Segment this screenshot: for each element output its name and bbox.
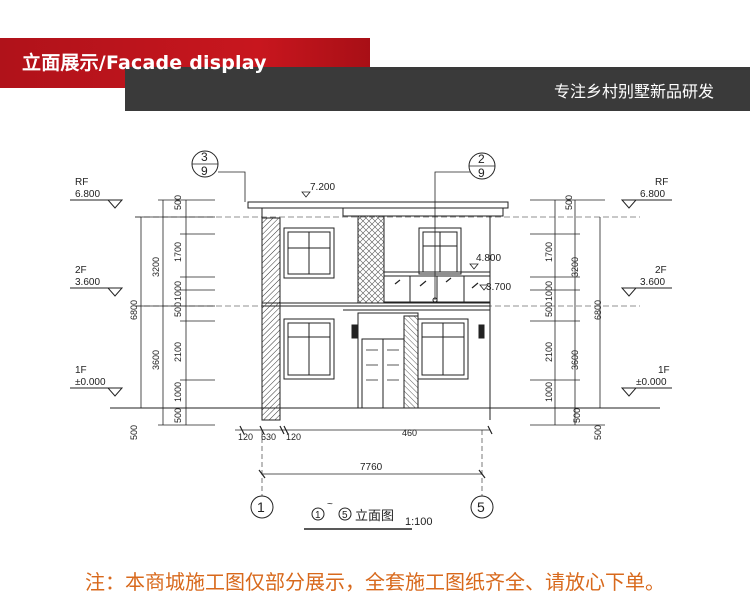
header-dark-banner (125, 67, 750, 111)
dim-1000-left: 1000 (173, 281, 183, 301)
upper-left-window (283, 227, 335, 279)
caption-from: 1 (315, 510, 321, 521)
caption-title: 立面图 (355, 508, 394, 523)
dim-1000-right: 1000 (544, 281, 554, 301)
axis-tag-3: 3 (201, 150, 208, 164)
axis-tag-9-left: 9 (201, 164, 208, 178)
dim-1700-left: 1700 (173, 242, 183, 262)
dim-sill-left: 1000 (173, 382, 183, 402)
level-value-rf-right: 6.800 (640, 189, 665, 200)
dim-base-right: 500 (572, 408, 582, 423)
elev-roof: 7.200 (310, 182, 335, 193)
elev-balcony: 4.800 (476, 253, 501, 264)
dim-1700-right: 1700 (544, 242, 554, 262)
level-name-1f-left: 1F (75, 365, 87, 376)
dim-h-120b: 120 (286, 432, 301, 442)
dim-6800-left: 6800 (129, 300, 139, 320)
dim-3200-right: 3200 (570, 257, 580, 277)
dim-h-630: 630 (261, 432, 276, 442)
lower-right-window (417, 318, 469, 380)
level-value-1f-left: ±0.000 (75, 377, 106, 388)
dim-base-left: 500 (173, 408, 183, 423)
lower-left-window (283, 318, 335, 380)
dim-sill-right: 1000 (544, 382, 554, 402)
level-name-2f-right: 2F (655, 265, 667, 276)
dim-500-right: 500 (544, 302, 554, 317)
level-name-1f-right: 1F (658, 365, 670, 376)
level-name-rf-left: RF (75, 177, 88, 188)
dim-h-460: 460 (402, 428, 417, 438)
dim-h-7760: 7760 (360, 462, 383, 473)
dim-3600-right: 3600 (570, 350, 580, 370)
dim-ground-left: 500 (129, 425, 139, 440)
decorative-column (357, 207, 385, 304)
wall-lamp-right (478, 324, 485, 339)
caption-tilde: ~ (327, 499, 333, 510)
axis-tag-2: 2 (478, 152, 485, 166)
level-value-1f-right: ±0.000 (636, 377, 667, 388)
level-value-rf-left: 6.800 (75, 189, 100, 200)
level-name-rf-right: RF (655, 177, 668, 188)
footer-note: 注：本商城施工图仅部分展示，全套施工图纸齐全、请放心下单。 (85, 570, 665, 594)
upper-right-window (418, 227, 462, 275)
dim-6800-right: 6800 (593, 300, 603, 320)
dim-h-120a: 120 (238, 432, 253, 442)
level-markers (70, 199, 672, 397)
dim-500-left: 500 (173, 302, 183, 317)
caption-to: 5 (342, 510, 348, 521)
axis-bottom-1: 1 (257, 499, 265, 515)
dim-2100-right: 2100 (544, 342, 554, 362)
dim-3200-left: 3200 (151, 257, 161, 277)
dim-ground-right: 500 (593, 425, 603, 440)
header-subtitle: 专注乡村别墅新品研发 (553, 82, 714, 101)
dim-2100-left: 2100 (173, 342, 183, 362)
entrance-door (357, 312, 419, 409)
axis-bottom-5: 5 (477, 499, 485, 515)
level-value-2f-right: 3.600 (640, 277, 665, 288)
dim-parapet-left: 500 (173, 195, 183, 210)
wall-lamp-left (351, 324, 358, 339)
roof-cap (247, 201, 509, 209)
balcony-railing (383, 271, 491, 303)
dim-parapet-right: 500 (564, 195, 574, 210)
stair-column (261, 217, 281, 421)
elev-canopy: 3.700 (486, 282, 511, 293)
caption-scale: 1:100 (405, 516, 433, 528)
dim-3600-left: 3600 (151, 350, 161, 370)
axis-tag-9-right: 9 (478, 166, 485, 180)
level-name-2f-left: 2F (75, 265, 87, 276)
level-value-2f-left: 3.600 (75, 277, 100, 288)
facade-elevation-drawing: RF 6.800 2F 3.600 1F ±0.000 RF 6.800 2F … (70, 150, 672, 530)
header-title: 立面展示/Facade display (22, 52, 267, 74)
